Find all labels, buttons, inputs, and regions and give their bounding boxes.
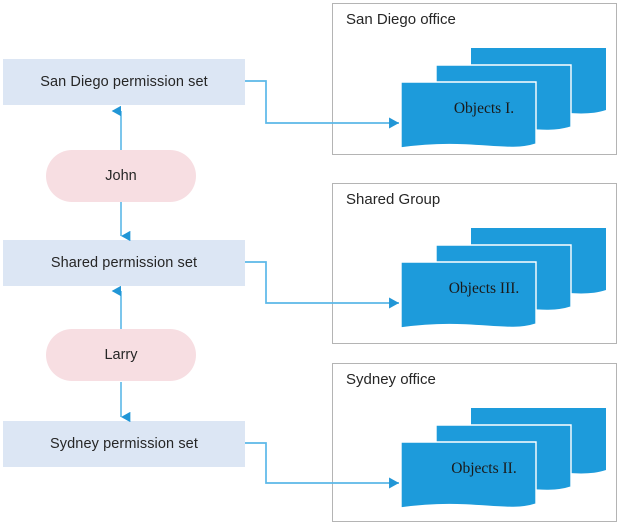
permission-set-box-sydney[interactable]: Sydney permission set — [3, 421, 245, 467]
group-panel-shared[interactable]: Shared Group Objects III. — [332, 183, 617, 344]
object-stack-shared[interactable]: Objects III. — [400, 228, 606, 329]
object-stack-sydney[interactable]: Objects II. — [400, 408, 606, 509]
permission-set-label: Shared permission set — [50, 255, 198, 271]
group-panel-title: San Diego office — [346, 11, 456, 28]
object-shape-front — [400, 81, 537, 149]
group-panel-sydney[interactable]: Sydney office Objects II. — [332, 363, 617, 522]
object-stack-sandiego[interactable]: Objects I. — [400, 48, 606, 149]
group-panel-title: Shared Group — [346, 191, 441, 208]
user-pill-john[interactable]: John — [46, 150, 196, 202]
user-pill-larry[interactable]: Larry — [46, 329, 196, 381]
user-label: Larry — [104, 347, 138, 363]
object-shape-front — [400, 261, 537, 329]
permission-set-label: San Diego permission set — [40, 74, 208, 90]
group-panel-title: Sydney office — [346, 371, 436, 388]
object-shape-front — [400, 441, 537, 509]
permission-set-box-sandiego[interactable]: San Diego permission set — [3, 59, 245, 105]
permission-set-label: Sydney permission set — [50, 436, 198, 452]
permission-set-box-shared[interactable]: Shared permission set — [3, 240, 245, 286]
user-label: John — [105, 168, 137, 184]
object-stack-label: Objects III. — [448, 280, 520, 297]
object-stack-label: Objects I. — [453, 100, 515, 117]
object-stack-label: Objects II. — [451, 460, 517, 477]
group-panel-sandiego[interactable]: San Diego office Objects I. — [332, 3, 617, 155]
